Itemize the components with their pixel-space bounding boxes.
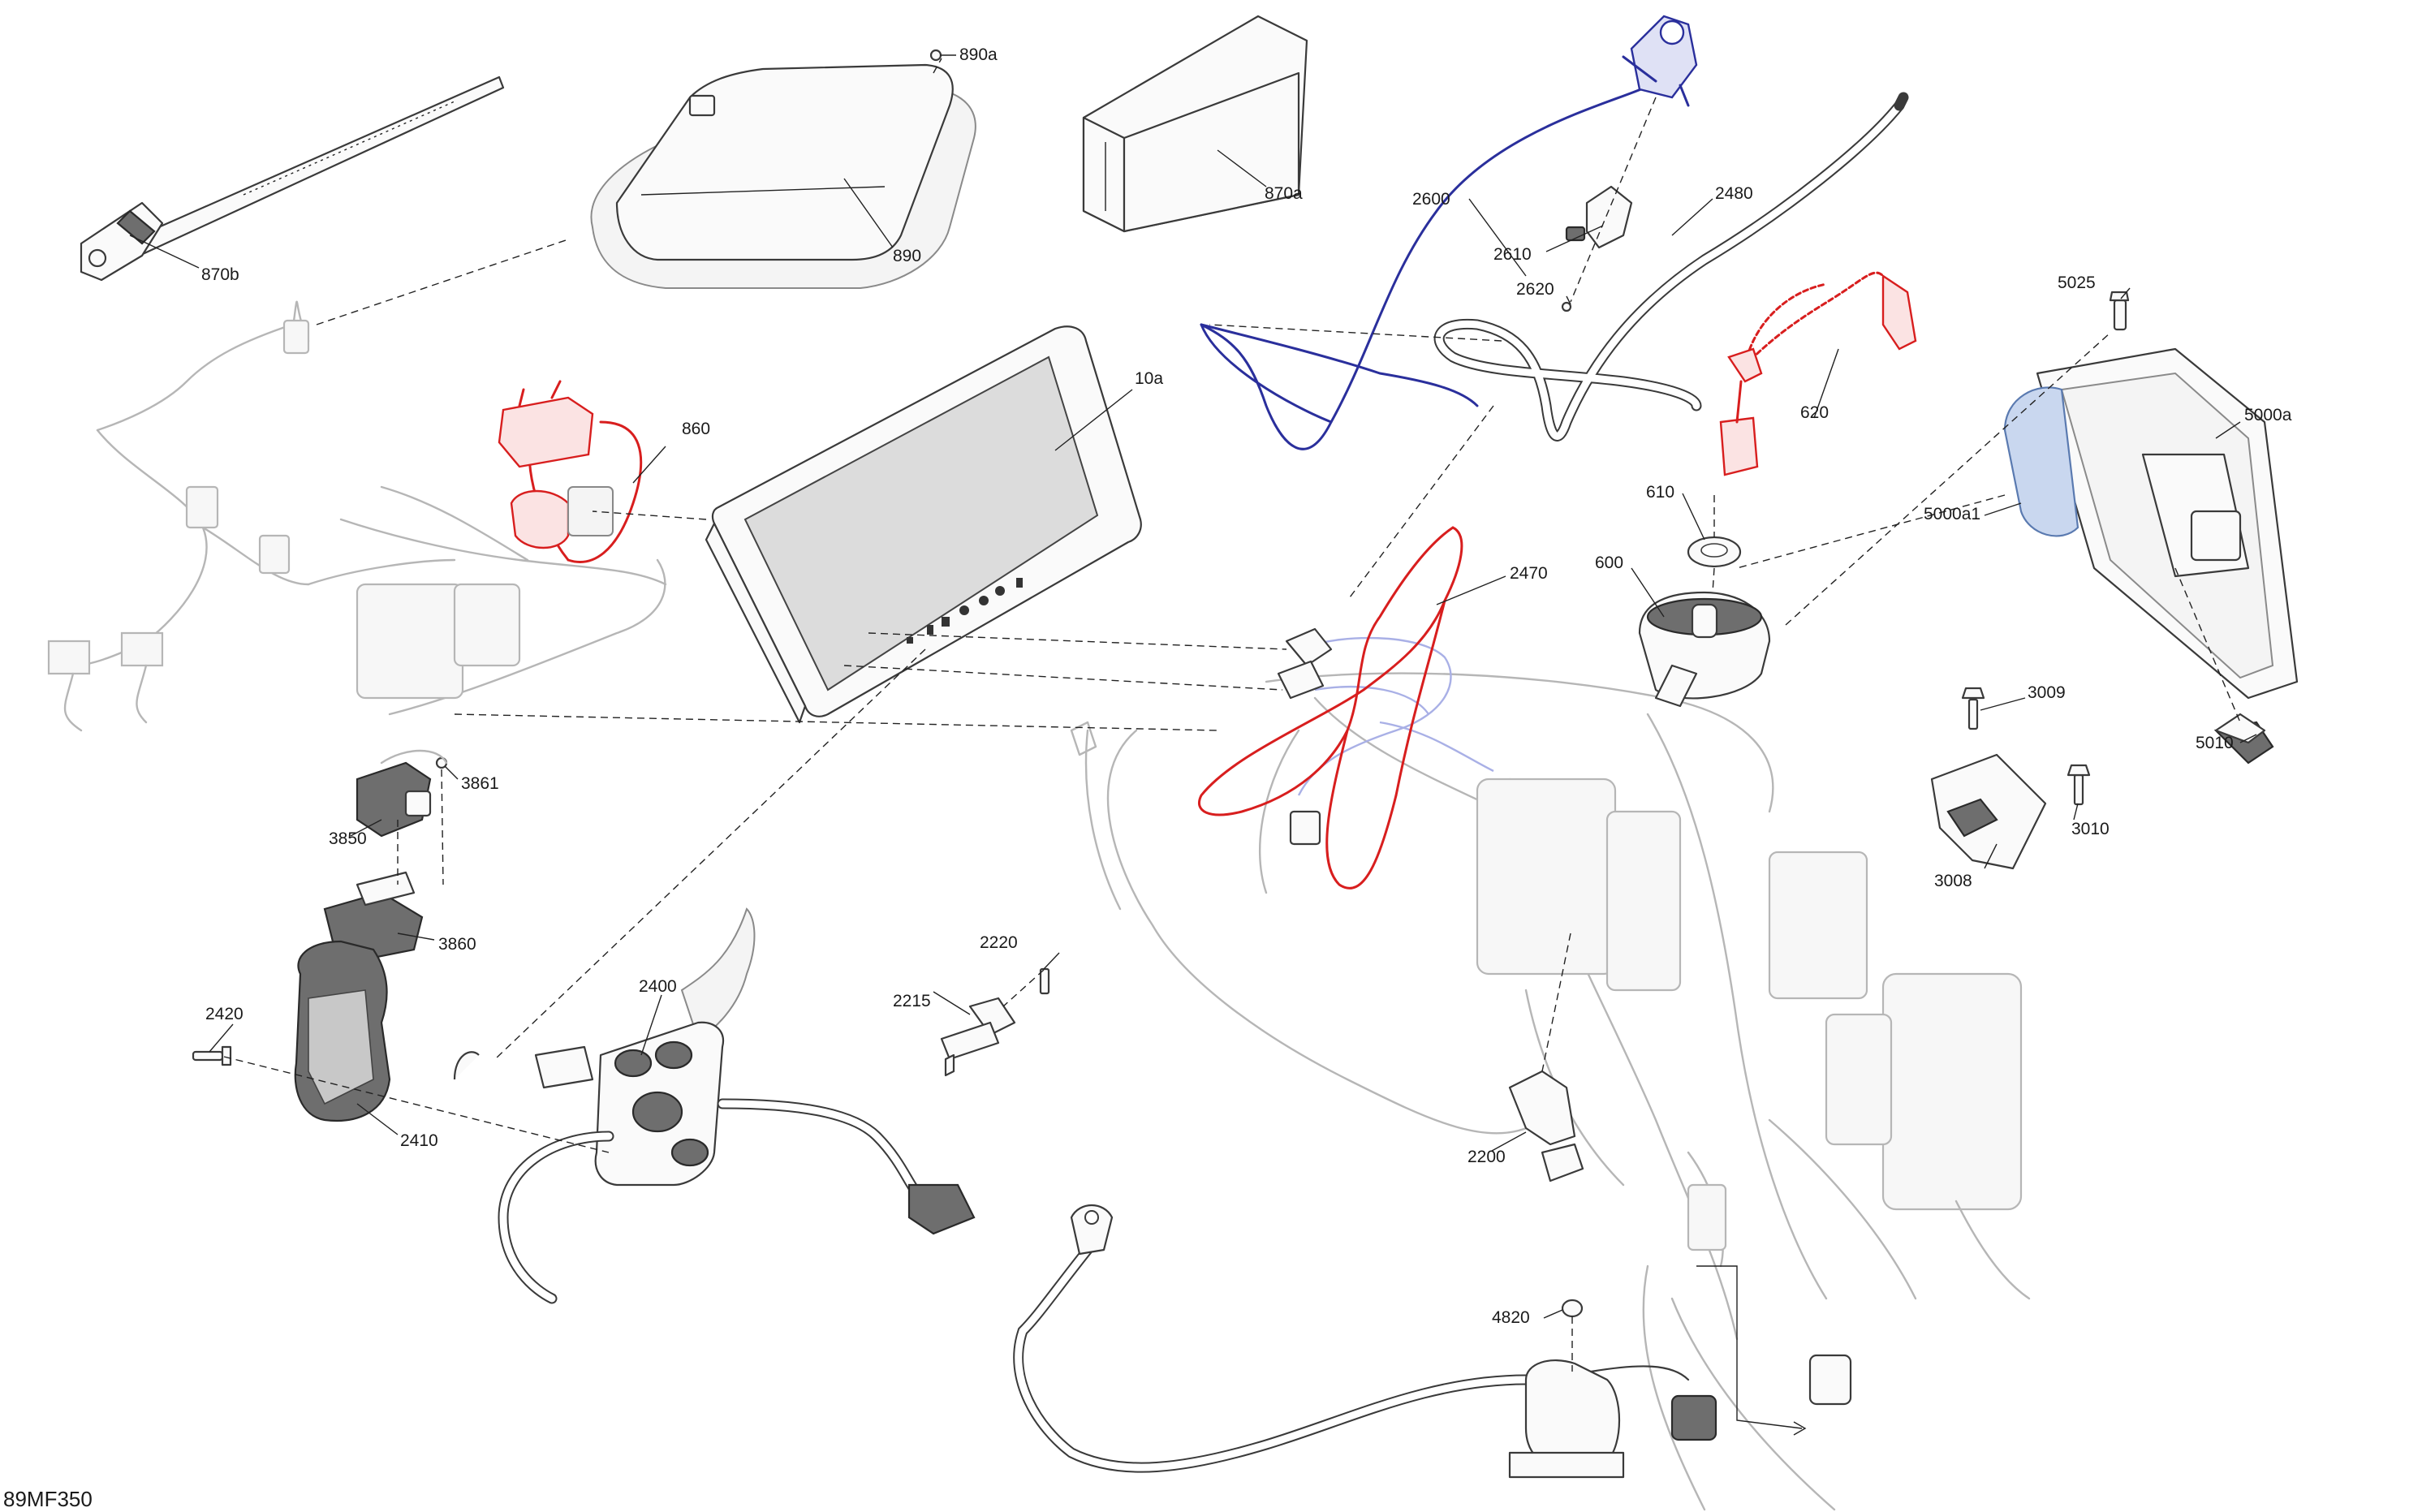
pad-870a <box>1082 15 1308 233</box>
callout-600: 600 <box>1595 554 1623 572</box>
cable-2480 <box>1433 92 1909 442</box>
callout-2480: 2480 <box>1715 184 1753 203</box>
callout-4820: 4820 <box>1492 1308 1530 1327</box>
callout-2400: 2400 <box>639 977 677 996</box>
callout-870a: 870a <box>1265 184 1303 203</box>
relay-harness-4820 <box>1013 1204 1852 1479</box>
cover-2410 <box>192 940 391 1122</box>
callout-2215: 2215 <box>893 992 931 1010</box>
callout-2610: 2610 <box>1493 245 1532 264</box>
cable-tie-870b <box>80 75 505 282</box>
callout-3009: 3009 <box>2028 683 2066 702</box>
callout-3008: 3008 <box>1934 872 1972 890</box>
callout-2620: 2620 <box>1516 280 1554 299</box>
callout-890: 890 <box>893 247 921 265</box>
callout-2410: 2410 <box>400 1131 438 1150</box>
callout-870b: 870b <box>201 265 239 284</box>
callout-5025: 5025 <box>2058 274 2096 292</box>
callout-620: 620 <box>1800 403 1829 422</box>
bracket-3008-group <box>1930 687 2091 870</box>
sensor-2215 <box>940 967 1050 1077</box>
main-wiring-harness-ghost <box>1084 672 2031 1511</box>
switch-600 <box>1638 591 1771 708</box>
switch-2400 <box>453 907 976 1304</box>
display-10a <box>705 325 1142 724</box>
callout-3850: 3850 <box>329 829 367 848</box>
callout-3860: 3860 <box>438 935 476 954</box>
harness-2470-red <box>1070 526 1494 890</box>
ecu-5000a <box>2003 291 2299 765</box>
callout-3861: 3861 <box>461 774 499 793</box>
callout-3010: 3010 <box>2071 820 2110 838</box>
callout-labels: 870b 890 890a 870a 2600 2610 2620 2480 6… <box>3 45 2292 1511</box>
ring-610 <box>1687 536 1742 568</box>
callout-860: 860 <box>682 420 710 438</box>
module-890 <box>590 49 976 289</box>
callout-2600: 2600 <box>1412 190 1450 209</box>
callout-890a: 890a <box>959 45 998 64</box>
callout-2220: 2220 <box>980 933 1018 952</box>
cable-2600-blue <box>1200 15 1698 450</box>
left-harness-ghost <box>47 300 667 732</box>
callout-5010: 5010 <box>2196 734 2234 752</box>
assembly-lines <box>223 58 2241 1372</box>
callout-5000a1: 5000a1 <box>1924 505 1980 523</box>
lanyard-620-red <box>1719 271 1917 476</box>
leader-lines <box>129 54 2257 1319</box>
callout-5000a: 5000a <box>2244 406 2292 424</box>
callout-610: 610 <box>1646 483 1674 502</box>
callout-2420: 2420 <box>205 1005 244 1023</box>
callout-2470: 2470 <box>1510 564 1548 583</box>
harness-860-red <box>498 380 643 563</box>
bracket-2200 <box>1508 1070 1584 1182</box>
callout-2200: 2200 <box>1467 1148 1506 1166</box>
callout-10a: 10a <box>1135 369 1163 388</box>
figure-code: 89MF350 <box>3 1487 93 1511</box>
module-3850 <box>356 749 448 838</box>
